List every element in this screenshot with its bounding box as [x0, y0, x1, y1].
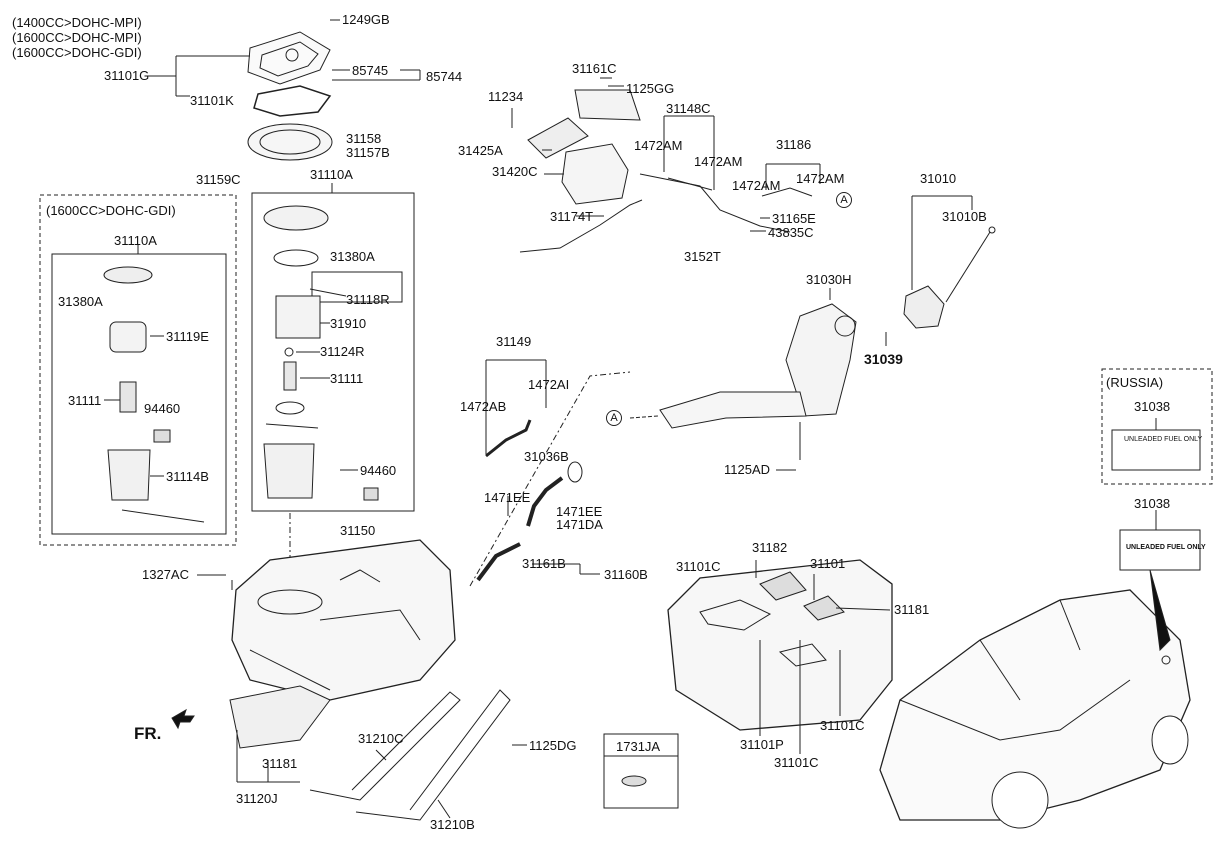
part-label-31149: 31149: [496, 334, 532, 349]
part-label-94460-gdi: 94460: [144, 401, 181, 416]
part-label-31038-car: 31038: [1134, 496, 1171, 511]
part-label-31010B: 31010B: [942, 209, 987, 224]
part-label-31119E: 31119E: [166, 329, 209, 344]
part-label-1472AM-2: 1472AM: [694, 154, 743, 169]
part-label-31160B: 31160B: [604, 567, 648, 582]
part-label-31110A-main: 31110A: [310, 167, 353, 182]
part-label-31038-russia: 31038: [1134, 399, 1171, 414]
part-label-31101K: 31101K: [190, 93, 234, 108]
part-label-31101: 31101: [810, 556, 846, 571]
part-label-31181-tank: 31181: [894, 602, 930, 617]
part-label-1472AI: 1472AI: [528, 377, 570, 392]
part-label-31186: 31186: [776, 137, 812, 152]
part-label-31380A-gdi: 31380A: [58, 294, 103, 309]
engine-note-1: (1400CC>DOHC-MPI): [12, 15, 142, 30]
part-label-31010: 31010: [920, 171, 957, 186]
part-label-31181-shield: 31181: [262, 756, 298, 771]
part-label-94460-main: 94460: [360, 463, 397, 478]
car-drawing: [879, 569, 1191, 829]
part-label-1471EE-1: 1471EE: [484, 490, 531, 505]
second-fuel-tank-drawing: [667, 559, 893, 754]
part-label-31425A: 31425A: [458, 143, 503, 158]
gdi-box-title: (1600CC>DOHC-GDI): [46, 203, 176, 218]
part-label-31114B: 31114B: [166, 469, 209, 484]
part-label-31182: 31182: [752, 540, 788, 555]
car-sticker-text: UNLEADED FUEL ONLY: [1126, 544, 1206, 551]
tank-shield-drawing: [229, 685, 331, 749]
filler-group: [629, 195, 996, 471]
part-label-1472AM-4: 1472AM: [796, 171, 845, 186]
part-label-11234: 11234: [488, 89, 524, 104]
part-label-1472AM-1: 1472AM: [634, 138, 683, 153]
part-label-31210C: 31210C: [358, 731, 404, 746]
part-label-31101G: 31101G: [104, 68, 150, 83]
part-label-31158: 31158: [346, 131, 382, 146]
part-label-31910: 31910: [330, 316, 367, 331]
engine-note-3: (1600CC>DOHC-GDI): [12, 45, 142, 60]
part-label-1249GB: 1249GB: [342, 12, 390, 27]
part-label-31165E: 31165E: [772, 211, 816, 226]
part-label-31036B: 31036B: [524, 449, 569, 464]
part-label-31150: 31150: [340, 523, 376, 538]
fuel-tank-drawing: [231, 539, 456, 701]
strap-31210C: [309, 691, 461, 801]
part-label-31101C-3: 31101C: [774, 755, 819, 770]
part-label-85745: 85745: [352, 63, 389, 78]
part-label-1125GG: 1125GG: [626, 81, 675, 96]
strap-31210B: [355, 689, 511, 821]
engine-note-2: (1600CC>DOHC-MPI): [12, 30, 142, 45]
part-label-31148C: 31148C: [666, 101, 711, 116]
gdi-dashed-box: [39, 194, 237, 546]
connector-a-bottom: A: [606, 410, 622, 426]
part-label-31161C: 31161C: [572, 61, 617, 76]
part-label-31420C: 31420C: [492, 164, 538, 179]
part-label-1471DA: 1471DA: [556, 517, 603, 532]
part-label-1471EE-2: 1471EE: [556, 504, 603, 519]
front-direction-label: FR.: [134, 724, 162, 743]
direction-arrow: [171, 708, 195, 730]
gdi-pump-box: [51, 253, 227, 535]
part-label-1472AM-3: 1472AM: [732, 178, 781, 193]
plug-box: [603, 733, 679, 809]
gdi-pump-parts: [103, 266, 205, 523]
part-label-1731JA: 1731JA: [616, 739, 661, 754]
part-label-31030H: 31030H: [806, 272, 852, 287]
part-label-31159C: 31159C: [196, 172, 241, 187]
main-pump-box: [251, 192, 415, 512]
part-label-31101C-2: 31101C: [820, 718, 865, 733]
part-label-85744: 85744: [426, 69, 463, 84]
part-label-31101P: 31101P: [740, 737, 784, 752]
part-label-1327AC: 1327AC: [142, 567, 189, 582]
part-label-31210B: 31210B: [430, 817, 475, 832]
part-label-31157B: 31157B: [346, 145, 390, 160]
part-label-1472AB: 1472AB: [460, 399, 507, 414]
part-label-31120J: 31120J: [236, 791, 278, 806]
part-label-31118R: 31118R: [346, 292, 390, 307]
part-label-31110A-gdi: 31110A: [114, 233, 157, 248]
part-label-31101C-1: 31101C: [676, 559, 721, 574]
filler-hose-group: [469, 359, 631, 587]
part-label-3152T: 3152T: [684, 249, 721, 264]
main-pump-parts: [263, 205, 403, 501]
canister-group: [511, 77, 821, 253]
part-label-31111-gdi: 31111: [68, 393, 102, 408]
part-label-31111-main: 31111: [330, 371, 364, 386]
part-label-1125DG: 1125DG: [529, 738, 577, 753]
part-label-31174T: 31174T: [550, 209, 594, 224]
part-label-31380A-main: 31380A: [330, 249, 375, 264]
part-label-31039: 31039: [864, 351, 903, 367]
connector-a-top: A: [836, 192, 852, 208]
part-label-31124R: 31124R: [320, 344, 365, 359]
russia-dashed-box: [1101, 368, 1213, 485]
part-label-31161B: 31161B: [522, 556, 566, 571]
russia-box-title: (RUSSIA): [1106, 375, 1164, 390]
part-label-1125AD: 1125AD: [724, 462, 771, 477]
cover-plate-group: [148, 19, 421, 161]
sticker-text: UNLEADED FUEL ONLY: [1124, 436, 1203, 443]
car-label-sticker: [1119, 529, 1201, 571]
part-label-43835C: 43835C: [768, 225, 814, 240]
